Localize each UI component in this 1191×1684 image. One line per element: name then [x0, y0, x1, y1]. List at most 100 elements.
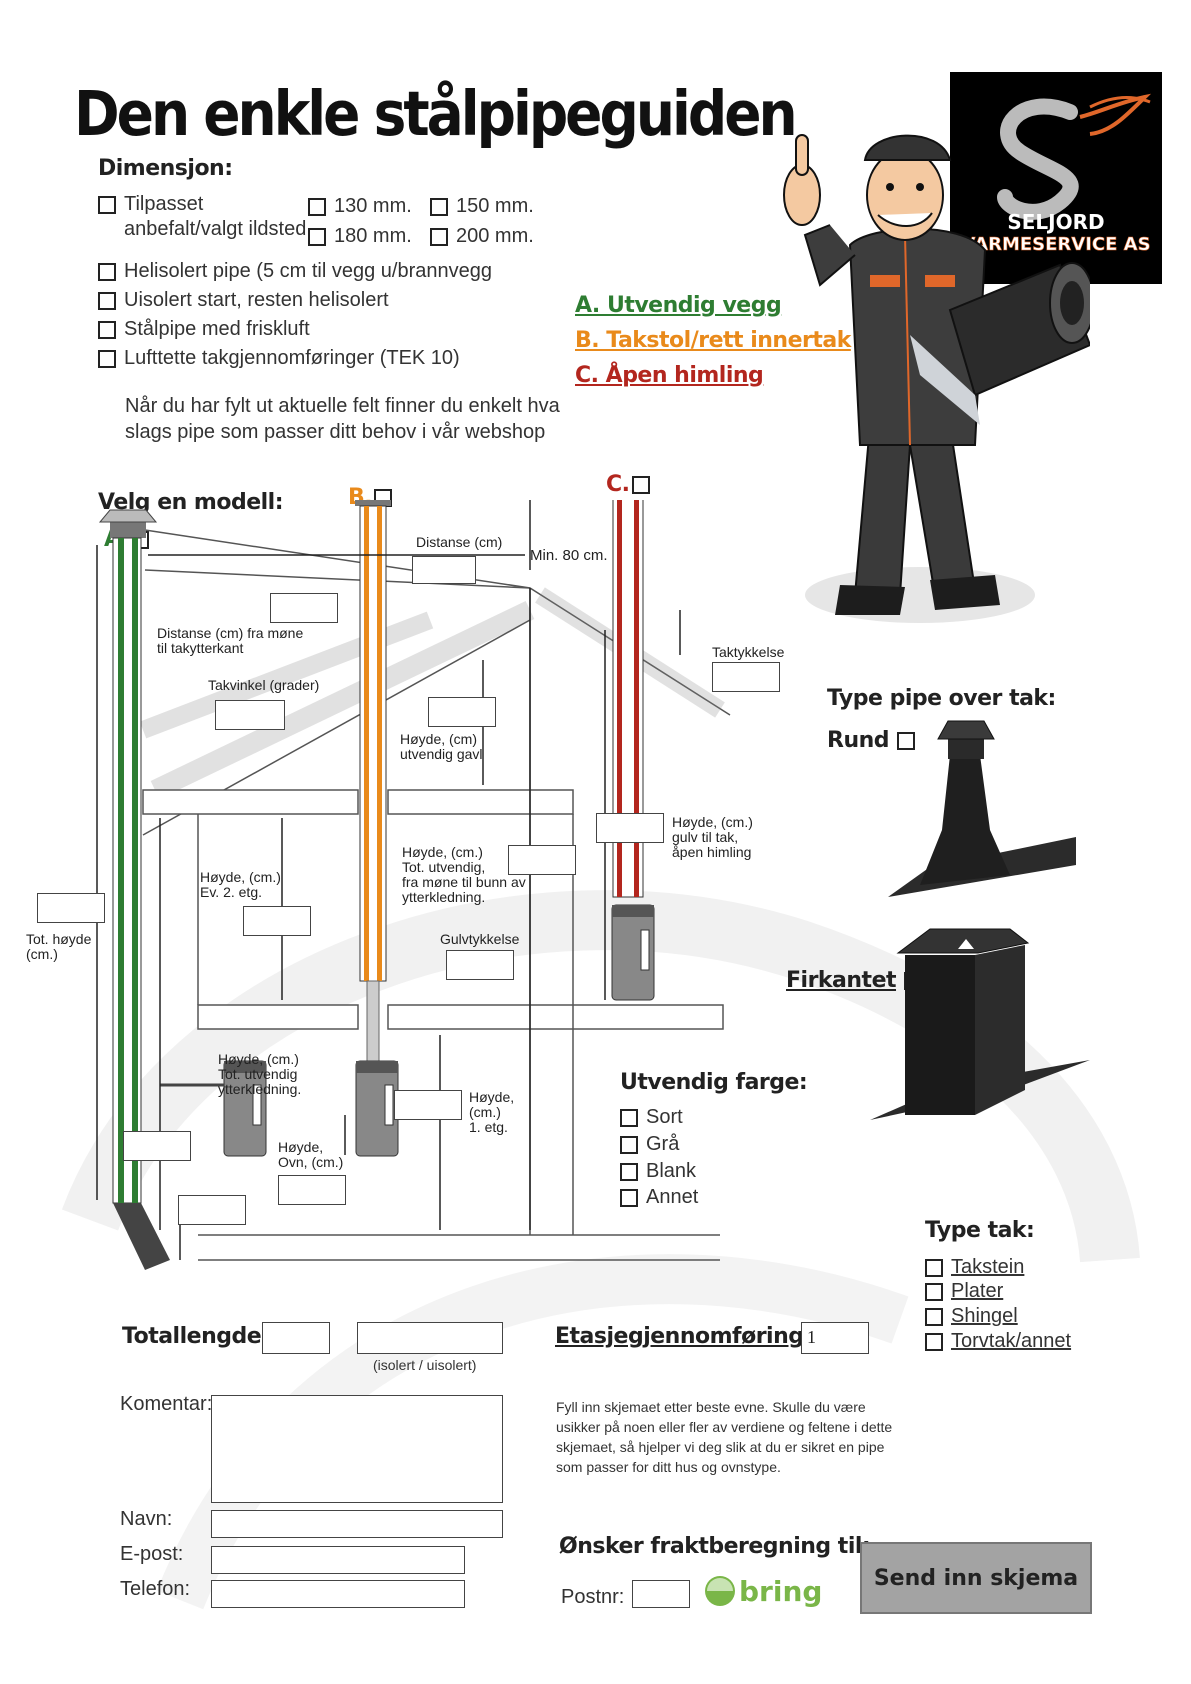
airtight-checkbox[interactable] [98, 349, 116, 368]
email-input[interactable] [211, 1546, 465, 1574]
size-200-checkbox[interactable] [430, 227, 448, 246]
placement-a-link[interactable]: A. Utvendig vegg [575, 293, 782, 318]
pipe-round-checkbox[interactable] [897, 731, 916, 750]
floor-to-roof-input[interactable] [596, 813, 664, 843]
option-airtight[interactable]: Lufttette takgjennomføringer (TEK 10) [98, 347, 460, 370]
size-150-option[interactable]: 150 mm. [430, 195, 534, 218]
freight-heading: Ønsker fraktberegning til: [559, 1534, 871, 1559]
roof-option-tile[interactable]: Takstein [925, 1256, 1024, 1279]
size-130-option[interactable]: 130 mm. [308, 195, 412, 218]
color-option-shiny[interactable]: Blank [620, 1160, 696, 1183]
color-grey-checkbox[interactable] [620, 1135, 638, 1154]
help-line-3: skjemaet, så hjelper vi deg slik at du e… [556, 1439, 885, 1455]
comment-textarea[interactable] [211, 1395, 503, 1503]
insulated-input[interactable] [357, 1322, 503, 1354]
color-heading: Utvendig farge: [620, 1070, 808, 1095]
roof-thickness-label: Taktykkelse [712, 644, 785, 660]
roof-heading: Type tak: [925, 1218, 1035, 1243]
size-150-checkbox[interactable] [430, 197, 448, 216]
help-line-4: som passer for ditt hus og ovnstype. [556, 1459, 781, 1475]
ridge-distance-label-1: Distanse (cm) fra møne [157, 625, 304, 641]
total-length-input[interactable] [262, 1322, 330, 1354]
model-c-checkbox[interactable] [631, 475, 650, 494]
bring-icon [705, 1576, 735, 1606]
color-option-black[interactable]: Sort [620, 1106, 683, 1129]
floor-to-roof-label-1: Høyde, (cm.) [672, 814, 753, 830]
total-height-input[interactable] [37, 893, 105, 923]
floor-passes-input[interactable]: 1 [801, 1322, 869, 1354]
stove-b [355, 1060, 399, 1157]
comment-label: Komentar: [120, 1393, 213, 1415]
postnr-label: Postnr: [561, 1586, 625, 1608]
fully-insulated-checkbox[interactable] [98, 262, 116, 281]
fitted-checkbox[interactable] [98, 195, 116, 214]
distance-label: Distanse (cm) [416, 534, 503, 550]
stove-distance-input[interactable] [178, 1195, 246, 1225]
color-other-checkbox[interactable] [620, 1188, 638, 1207]
second-floor-input[interactable] [243, 906, 311, 936]
placement-c-link[interactable]: C. Åpen himling [575, 363, 764, 388]
roof-turf-checkbox[interactable] [925, 1332, 943, 1351]
floor-thickness-input[interactable] [446, 950, 514, 980]
page-title: Den enkle stålpipeguiden [74, 78, 798, 150]
email-label: E-post: [120, 1543, 184, 1565]
roof-tile-checkbox[interactable] [925, 1258, 943, 1277]
first-floor-label-1: Høyde, [469, 1089, 515, 1105]
option-fresh-air[interactable]: Stålpipe med friskluft [98, 318, 310, 341]
stove-a [160, 1060, 267, 1157]
phone-input[interactable] [211, 1580, 465, 1608]
name-label: Navn: [120, 1508, 173, 1530]
name-input[interactable] [211, 1510, 503, 1538]
placement-b-link[interactable]: B. Takstol/rett innertak [575, 328, 851, 353]
color-shiny-checkbox[interactable] [620, 1162, 638, 1181]
total-ridge-label-2: Tot. utvendig, [402, 859, 486, 875]
roof-plates-checkbox[interactable] [925, 1282, 943, 1301]
roof-shingle-checkbox[interactable] [925, 1307, 943, 1326]
roof-option-plates[interactable]: Plater [925, 1280, 1003, 1303]
ridge-distance-input[interactable] [270, 593, 338, 623]
roof-thickness-input[interactable] [712, 662, 780, 692]
total-height-label-2: (cm.) [26, 946, 58, 962]
uninsulated-start-checkbox[interactable] [98, 291, 116, 310]
size-180-checkbox[interactable] [308, 227, 326, 246]
first-floor-input[interactable] [394, 1090, 462, 1120]
cladding-label-1: Høyde, (cm.) [218, 1051, 299, 1067]
roof-option-turf[interactable]: Torvtak/annet [925, 1330, 1071, 1353]
submit-button[interactable]: Send inn skjema [860, 1542, 1092, 1614]
company-logo: SELJORD VARMESERVICE AS [950, 72, 1162, 284]
cladding-input[interactable] [123, 1131, 191, 1161]
bring-logo: bring [703, 1574, 822, 1608]
roof-option-shingle[interactable]: Shingel [925, 1305, 1018, 1328]
total-ridge-input[interactable] [508, 845, 576, 875]
size-180-option[interactable]: 180 mm. [308, 225, 412, 248]
first-floor-label-2: (cm.) [469, 1104, 501, 1120]
total-ridge-label-4: ytterkledning. [402, 889, 486, 905]
stove-label-1: Høyde, [278, 1139, 324, 1155]
square-pipe-icon [870, 928, 1090, 1120]
gable-height-input[interactable] [428, 697, 496, 727]
cladding-label-3: ytterkledning. [218, 1081, 302, 1097]
size-200-option[interactable]: 200 mm. [430, 225, 534, 248]
fresh-air-checkbox[interactable] [98, 320, 116, 339]
postnr-input[interactable] [632, 1580, 690, 1608]
option-fully-insulated[interactable]: Helisolert pipe (5 cm til vegg u/brannve… [98, 260, 492, 283]
total-height-label-1: Tot. høyde [26, 931, 92, 947]
model-c-option[interactable]: C. [606, 472, 658, 497]
roof-angle-input[interactable] [215, 700, 285, 730]
size-130-checkbox[interactable] [308, 197, 326, 216]
floor-passes-label: Etasjegjennomføringer: [555, 1324, 837, 1349]
floor-to-roof-label-3: åpen himling [672, 844, 752, 860]
pipe-round-option[interactable]: Rund [827, 728, 923, 753]
info-line-1: Når du har fylt ut aktuelle felt finner … [125, 395, 560, 417]
floor-to-roof-label-2: gulv til tak, [672, 829, 739, 845]
color-option-other[interactable]: Annet [620, 1186, 698, 1209]
fitted-option[interactable]: Tilpasset [98, 193, 203, 216]
stove-height-input[interactable] [278, 1175, 346, 1205]
total-ridge-label-1: Høyde, (cm.) [402, 844, 483, 860]
color-option-grey[interactable]: Grå [620, 1133, 679, 1156]
color-black-checkbox[interactable] [620, 1108, 638, 1127]
distance-input[interactable] [412, 556, 476, 584]
pipe-type-heading: Type pipe over tak: [827, 686, 1056, 711]
total-length-label: Totallengde: [122, 1324, 270, 1349]
option-uninsulated-start[interactable]: Uisolert start, resten helisolert [98, 289, 389, 312]
